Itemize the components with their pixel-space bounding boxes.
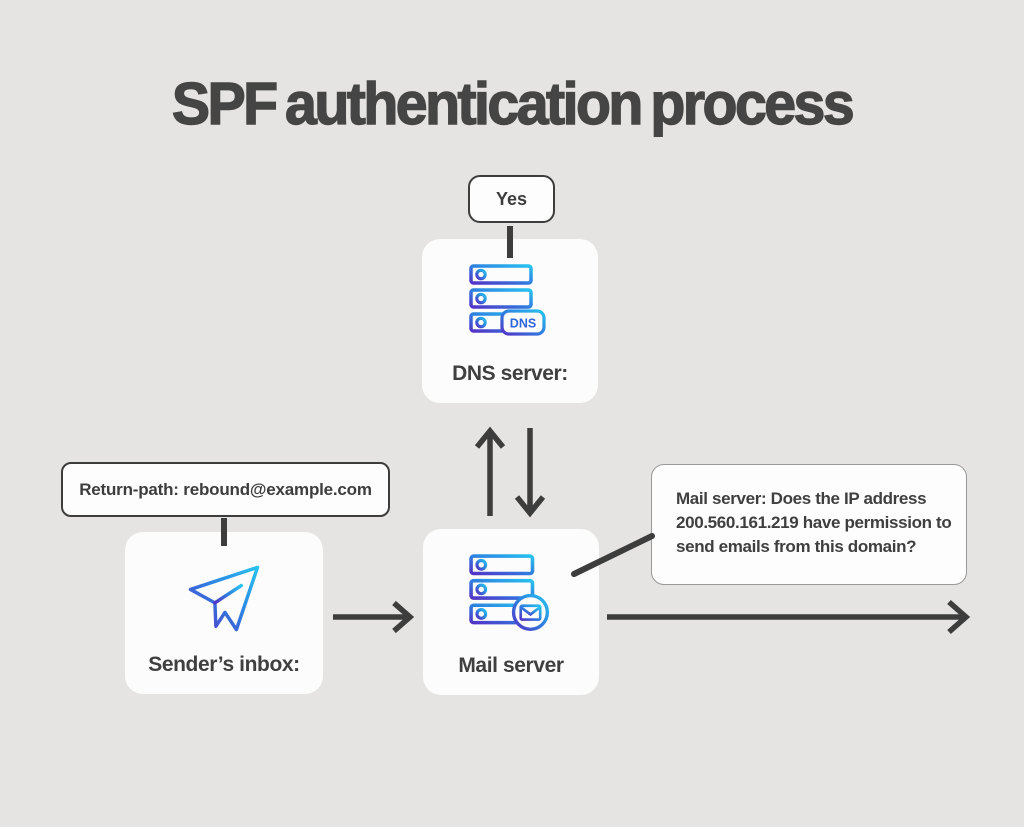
arrow-mail-to-right [607, 599, 971, 635]
paper-plane-icon [188, 565, 260, 632]
mail-server-question-bubble: Mail server: Does the IP address 200.560… [651, 464, 967, 585]
mail-server-icon [469, 554, 550, 631]
arrow-dns-to-mail-down [514, 428, 546, 518]
question-line-3: send emails from this domain? [676, 537, 917, 556]
return-path-text: Return-path: rebound@example.com [79, 479, 372, 499]
mail-server-label: Mail server [458, 654, 564, 677]
sender-inbox-label: Sender’s inbox: [148, 653, 300, 676]
question-line-2: 200.560.161.219 have permission to [676, 513, 952, 532]
dns-server-card: DNS DNS server: [422, 239, 598, 403]
return-path-box: Return-path: rebound@example.com [61, 462, 390, 517]
dns-server-label: DNS server: [452, 362, 568, 385]
question-line-1: Mail server: Does the IP address [676, 489, 927, 508]
dns-server-icon: DNS [469, 264, 546, 336]
page-title: SPF authentication process [171, 70, 855, 137]
arrow-mail-to-dns-up [474, 426, 506, 516]
envelope-glyph [519, 604, 542, 621]
arrow-sender-to-mail [333, 600, 415, 634]
yes-label: Yes [495, 188, 528, 209]
mail-server-card: Mail server [423, 529, 599, 695]
sender-inbox-card: Sender’s inbox: [125, 532, 323, 694]
yes-label-box: Yes [468, 175, 555, 223]
dns-badge-label: DNS [510, 317, 536, 331]
